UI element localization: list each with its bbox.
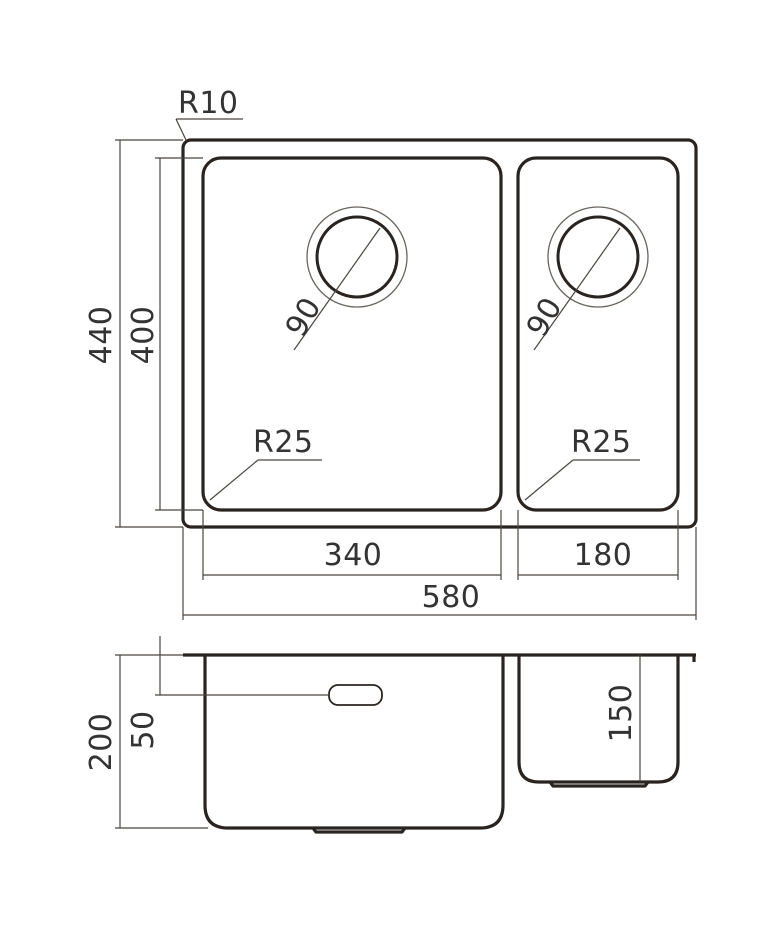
right-bowl-drain-lip	[548, 781, 650, 788]
left-drain	[293, 206, 408, 351]
right-bowl-outline	[516, 156, 680, 512]
right-bowl-width-label: 180	[574, 538, 633, 573]
left-bowl-height-label: 200	[84, 713, 119, 772]
left-bowl-profile	[203, 655, 505, 830]
right-radius-leader	[524, 459, 574, 501]
right-bowl-profile	[517, 655, 680, 784]
right-bowl-height-label: 150	[604, 684, 639, 743]
left-bowl-width-label: 340	[324, 538, 383, 573]
left-bowl-drain-lip	[311, 827, 407, 834]
left-drain-label: 90	[279, 292, 329, 343]
overall-depth-label: 440	[84, 306, 119, 365]
corner-radius-label: R10	[178, 86, 239, 121]
overflow-height-label: 50	[126, 710, 161, 749]
side-view: 200 50 150	[84, 636, 696, 834]
overflow-slot	[328, 684, 383, 706]
corner-radius-leader	[175, 118, 187, 141]
bowl-depth-label: 400	[126, 306, 161, 365]
overall-width-label: 580	[422, 580, 481, 615]
right-drain	[533, 206, 649, 351]
right-radius-label: R25	[571, 425, 632, 460]
top-view: R10 440 400 90 90 R25 R25 340 180 580	[84, 86, 698, 620]
right-drain-label: 90	[520, 292, 570, 343]
left-radius-label: R25	[253, 425, 314, 460]
sink-outer-rim	[181, 138, 698, 529]
left-radius-leader	[209, 459, 259, 501]
left-bowl-outline	[201, 156, 503, 512]
